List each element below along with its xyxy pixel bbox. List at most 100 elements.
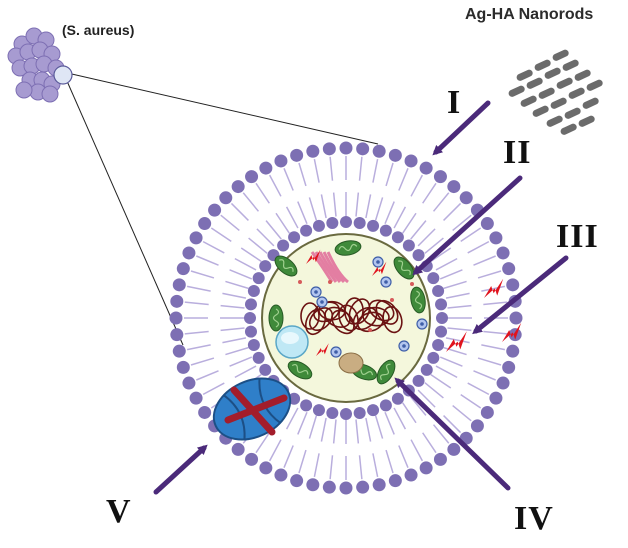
lipid-tail — [275, 212, 290, 234]
lipid-tail — [460, 227, 482, 242]
lipid-tail — [220, 304, 245, 309]
lipid-head — [459, 191, 473, 205]
lipid-head — [388, 148, 402, 162]
lipid-tail — [443, 346, 467, 356]
lipid-head — [427, 351, 440, 364]
lipid-head — [231, 442, 245, 456]
nanorod — [556, 77, 573, 89]
lipid-tail — [435, 257, 458, 271]
lipid-head — [404, 468, 418, 482]
lipid-tail — [477, 270, 502, 279]
lipid-tail — [202, 240, 225, 254]
nanorod — [550, 97, 567, 109]
lipid-tail — [445, 337, 470, 344]
lipid-tail — [393, 407, 407, 430]
lipid-tail — [329, 455, 334, 480]
lipid-tail — [452, 214, 472, 232]
lipid-head — [391, 392, 404, 405]
lipid-head — [274, 468, 288, 482]
lipid-tail — [308, 197, 318, 221]
lipid-head — [496, 376, 510, 390]
lipid-head — [198, 217, 212, 231]
lipid-tail — [229, 356, 253, 367]
lipid-tail — [393, 206, 407, 229]
lipid-tail — [410, 174, 424, 197]
lipid-head — [208, 203, 222, 217]
lipid-tail — [481, 344, 506, 351]
lipid-tail — [430, 247, 452, 262]
lipid-head — [326, 407, 339, 420]
lipid-heads — [169, 141, 523, 495]
lipid-head — [402, 239, 415, 252]
mitochondrion — [268, 304, 284, 332]
lipid-tail — [372, 453, 379, 478]
lipid-head — [379, 399, 392, 412]
lipid-head — [312, 219, 325, 232]
nanorods-group — [508, 49, 603, 135]
lipid-tail — [268, 439, 282, 462]
lightning-bolt — [306, 249, 321, 264]
mitochondrion — [334, 240, 362, 256]
bacterium-cell — [41, 85, 59, 103]
lipid-tail — [483, 330, 508, 335]
lipid-head — [300, 224, 313, 237]
lipid-tail — [320, 194, 327, 219]
nanorod — [578, 115, 595, 127]
lipid-tail — [268, 174, 282, 197]
bacteria-cluster — [7, 27, 65, 103]
lipid-head — [300, 399, 313, 412]
lipid-tail — [358, 156, 363, 181]
ribosome-core — [376, 260, 380, 264]
lipid-head — [435, 298, 448, 311]
lipid-head — [489, 391, 503, 405]
lipid-tail — [430, 374, 452, 389]
zoom-line-top — [62, 71, 379, 145]
mitochondrion — [410, 286, 426, 314]
lipid-head — [198, 405, 212, 419]
lipid-tail — [445, 292, 470, 299]
bacterium-cell — [15, 81, 33, 99]
lipid-head — [470, 419, 484, 433]
lipid-head — [356, 480, 370, 494]
lipid-head — [326, 216, 339, 229]
ribosome-core — [384, 280, 388, 284]
nanorod — [574, 69, 591, 81]
lipid-head — [274, 154, 288, 168]
highlighted-bacterium — [53, 65, 73, 85]
lipid-tail — [248, 237, 268, 254]
lipid-head — [433, 452, 447, 466]
lipid-head — [433, 170, 447, 184]
speck — [390, 298, 394, 302]
lipid-head — [288, 231, 301, 244]
nanorod — [534, 59, 551, 71]
lipid-head — [412, 374, 425, 387]
mitochondrion — [376, 359, 396, 385]
nanorod — [560, 123, 577, 135]
arrow-iv — [394, 377, 511, 491]
arrows — [153, 100, 569, 495]
arrow-v — [153, 444, 208, 495]
lipid-head — [306, 144, 320, 158]
nanorod — [532, 105, 549, 117]
lipid-tail — [313, 453, 320, 478]
lipid-head — [259, 363, 272, 376]
lipid-head — [172, 344, 186, 358]
lipid-tail — [240, 247, 262, 262]
lipid-head — [372, 144, 386, 158]
lipid-head — [404, 154, 418, 168]
lipid-head — [252, 272, 265, 285]
lipid-head — [427, 272, 440, 285]
lipid-tail — [186, 344, 211, 351]
lipid-tail — [355, 419, 360, 444]
nanorod — [516, 69, 533, 81]
lipid-tail — [452, 404, 472, 422]
lipid-head — [247, 339, 260, 352]
lipid-head — [322, 480, 336, 494]
lipid-head — [312, 404, 325, 417]
lipid-head — [290, 474, 304, 488]
nanorod — [508, 85, 525, 97]
lipid-tail — [234, 365, 257, 379]
lipid-tail — [285, 206, 299, 229]
lipid-tail — [285, 407, 299, 430]
lipid-head — [432, 339, 445, 352]
